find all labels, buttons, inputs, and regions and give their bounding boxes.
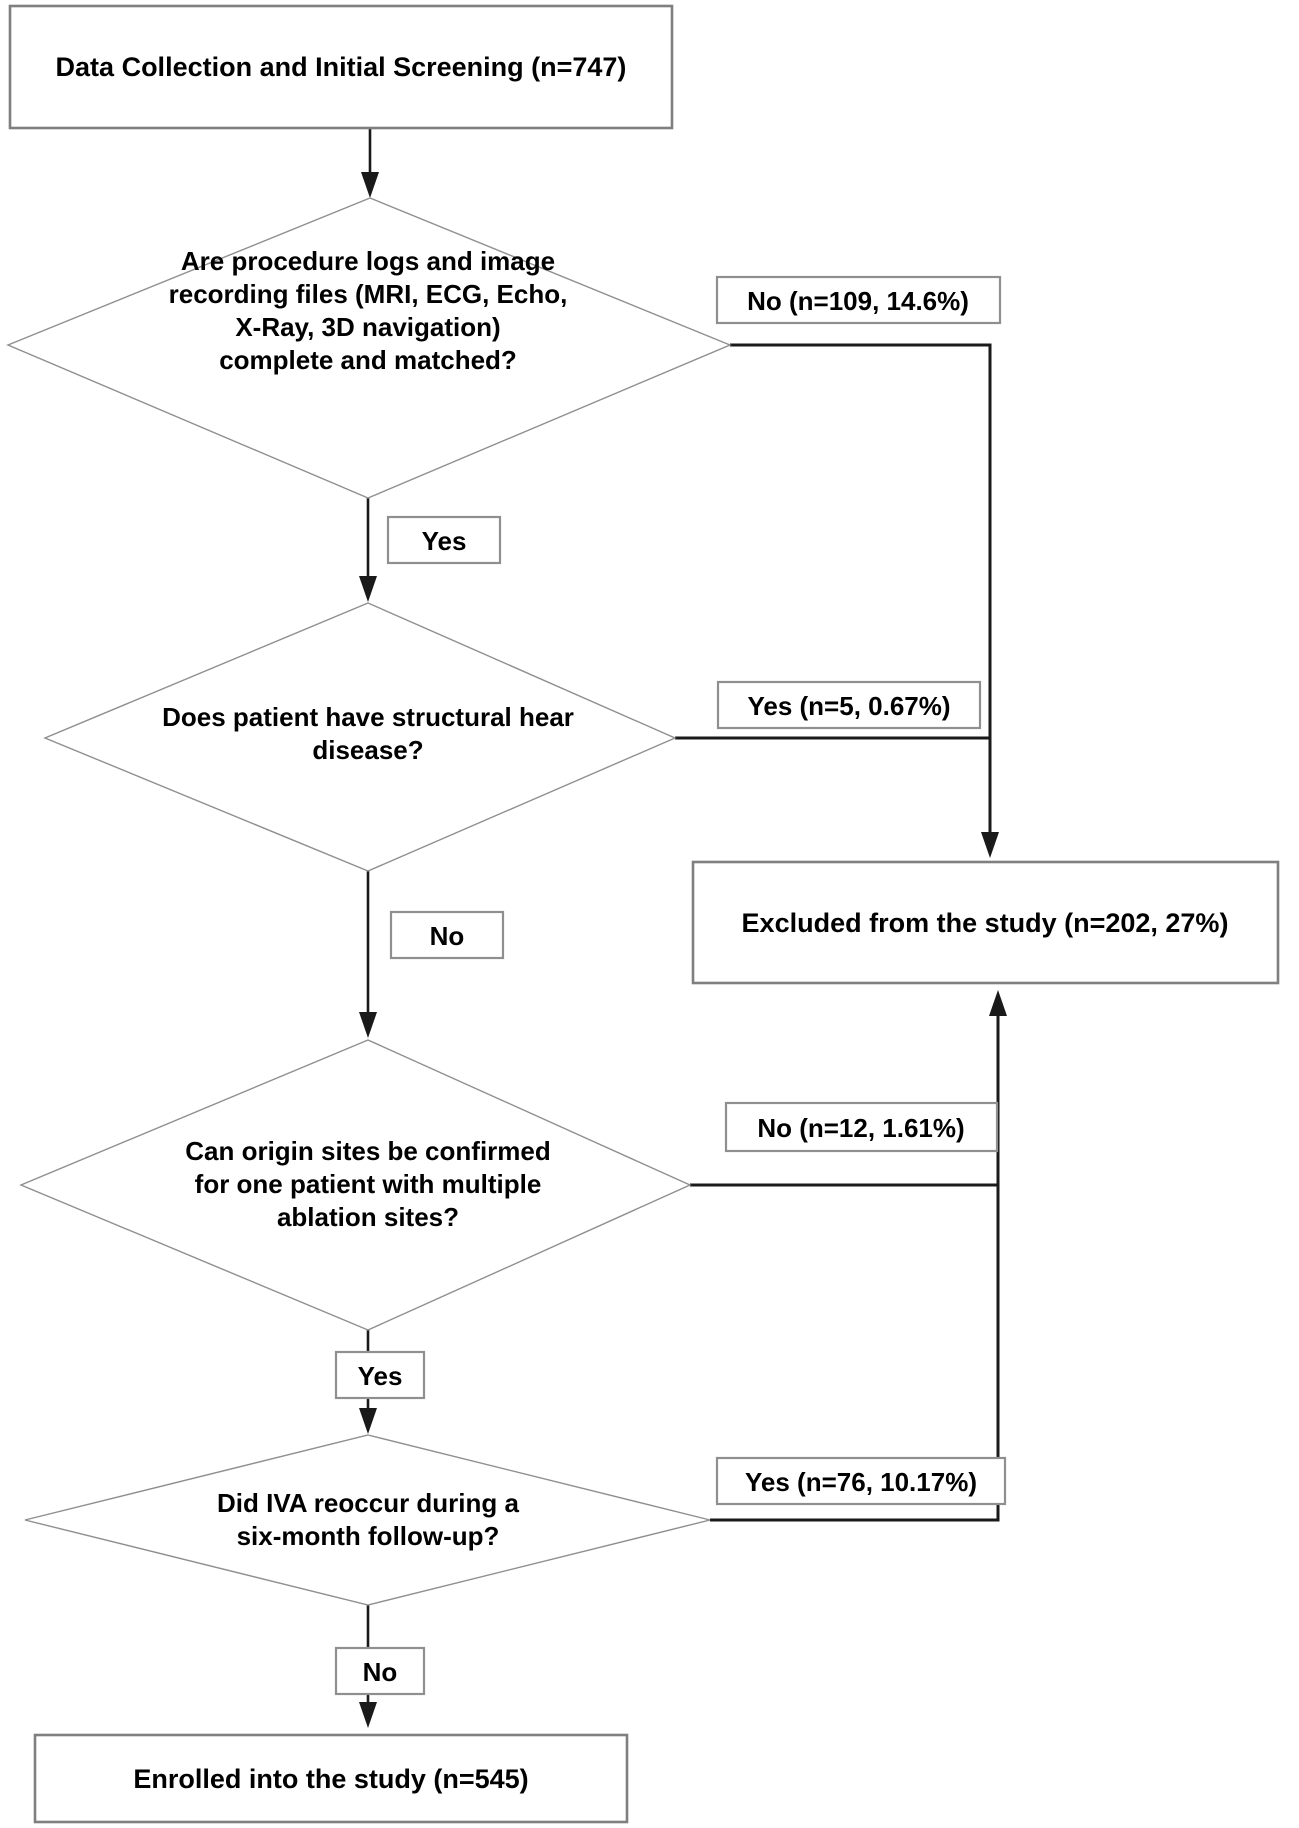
decision-1-line-2: recording files (MRI, ECG, Echo, (169, 279, 568, 309)
decision-3-line-2: for one patient with multiple (195, 1169, 542, 1199)
label-d3-no: No (n=12, 1.61%) (757, 1113, 964, 1143)
arrowhead-enrolled (359, 1702, 377, 1728)
label-box-d2-no (389, 910, 505, 960)
decision-4-line-2: six-month follow-up? (237, 1521, 500, 1551)
decision-1-line-3: X-Ray, 3D navigation) (235, 312, 500, 342)
label-box-d1-yes (386, 515, 502, 565)
arrowhead-excluded-top (981, 832, 999, 858)
decision-3-line-3: ablation sites? (277, 1202, 459, 1232)
label-d2-no: No (430, 921, 465, 951)
enrolled-box: Enrolled into the study (n=545) (33, 1733, 629, 1824)
label-d3-yes: Yes (358, 1361, 403, 1391)
label-box-d3-no (724, 1101, 999, 1153)
decision-1-line-1: Are procedure logs and image (181, 246, 555, 276)
excluded-box-label: Excluded from the study (n=202, 27%) (742, 908, 1229, 938)
label-d4-yes: Yes (n=76, 10.17%) (745, 1467, 977, 1497)
decision-2-line-2: disease? (312, 735, 423, 765)
label-box-d4-no (334, 1646, 426, 1696)
arrowhead-d3 (359, 1012, 377, 1038)
connectors (359, 128, 1007, 1728)
decision-4: Did IVA reoccur during a six-month follo… (24, 1434, 711, 1606)
decision-4-line-1: Did IVA reoccur during a (217, 1488, 519, 1518)
start-box-label: Data Collection and Initial Screening (n… (56, 52, 627, 82)
decision-2: Does patient have structural hear diseas… (43, 602, 677, 872)
start-box-rect (8, 4, 674, 130)
arrowhead-d2 (359, 576, 377, 602)
branch-d3-no (690, 1014, 1000, 1187)
branch-labels: No (n=109, 14.6%) Yes Yes (n=5, 0.67%) N… (334, 275, 1007, 1696)
label-d2-yes: Yes (n=5, 0.67%) (747, 691, 950, 721)
decision-3-line-1: Can origin sites be confirmed (185, 1136, 551, 1166)
label-d4-no: No (363, 1657, 398, 1687)
decision-1-line-4: complete and matched? (219, 345, 517, 375)
enrolled-box-rect (33, 1733, 629, 1824)
decision-3: Can origin sites be confirmed for one pa… (19, 1039, 692, 1331)
excluded-box: Excluded from the study (n=202, 27%) (691, 860, 1280, 985)
decision-1: Are procedure logs and image recording f… (6, 197, 732, 499)
start-box: Data Collection and Initial Screening (n… (8, 4, 674, 130)
label-d1-no: No (n=109, 14.6%) (747, 286, 969, 316)
label-box-d4-yes (715, 1456, 1007, 1506)
decision-2-diamond (43, 602, 677, 872)
label-box-d2-yes (716, 680, 982, 730)
enrolled-box-label: Enrolled into the study (n=545) (133, 1764, 528, 1794)
excluded-box-rect (691, 860, 1280, 985)
decision-1-diamond (6, 197, 732, 499)
arrowhead-excluded-bottom (989, 990, 1007, 1016)
label-box-d1-no (715, 275, 1002, 325)
decision-4-diamond (24, 1434, 711, 1606)
decision-3-diamond (19, 1039, 692, 1331)
decision-2-line-1: Does patient have structural hear (162, 702, 574, 732)
arrowhead-d1 (361, 172, 379, 198)
label-d1-yes: Yes (422, 526, 467, 556)
arrowhead-d4 (359, 1408, 377, 1434)
branch-d1-no (730, 343, 992, 834)
branch-d4-yes (710, 1185, 1000, 1522)
label-box-d3-yes (334, 1350, 426, 1400)
